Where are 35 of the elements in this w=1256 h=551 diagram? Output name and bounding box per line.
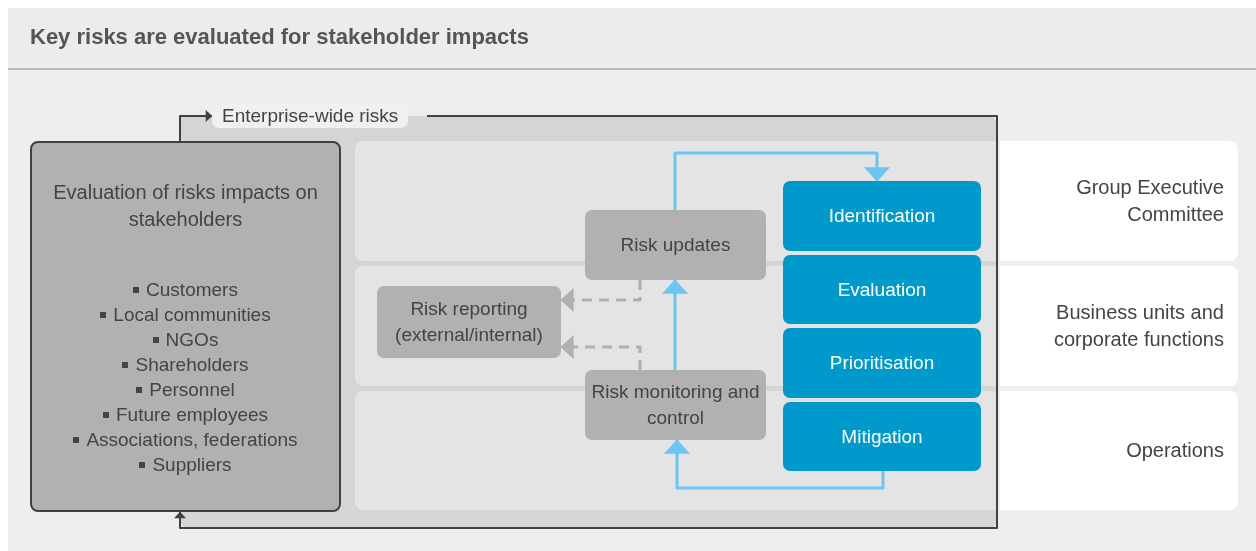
node-label: Prioritisation (829, 351, 935, 376)
node-label: Operations (1126, 438, 1224, 463)
list-item: Associations, federations (86, 427, 298, 452)
list-item: Personnel (149, 377, 235, 402)
arrow (179, 110, 213, 142)
dashed-arrow (560, 280, 642, 312)
arrow (174, 115, 998, 529)
list-item: Shareholders (135, 352, 249, 377)
step-box (783, 328, 981, 398)
stakeholder-box (30, 141, 341, 512)
list-item: NGOs (165, 327, 219, 352)
process-box (585, 210, 766, 280)
node-label: Risk updates (620, 233, 731, 258)
step-box (783, 402, 981, 471)
arrow (662, 279, 688, 370)
node-label: Identification (828, 204, 936, 229)
step-box (783, 181, 981, 251)
node-label: Group Executive Committee (1075, 175, 1224, 227)
list-item: Customers (146, 277, 238, 302)
process-box (585, 370, 766, 440)
node-label: Evaluation (837, 277, 927, 302)
node-label: Risk monitoring and control (591, 380, 760, 430)
arrow (664, 439, 885, 490)
node-label: Mitigation (841, 424, 923, 449)
node-label: Business units and corporate functions (1052, 300, 1224, 352)
dashed-arrow (560, 335, 642, 370)
list-item: Suppliers (152, 452, 232, 477)
title: Key risks are evaluated for stakeholder impacts (30, 24, 529, 50)
arrow (673, 151, 890, 210)
list-item: Local communities (113, 302, 271, 327)
node-label: Risk reporting (external/internal) (394, 297, 544, 347)
step-box (783, 255, 981, 324)
list-item: Future employees (115, 402, 269, 427)
process-box (377, 286, 561, 358)
box-heading: Evaluation of risks impacts on stakeholders (52, 180, 319, 232)
